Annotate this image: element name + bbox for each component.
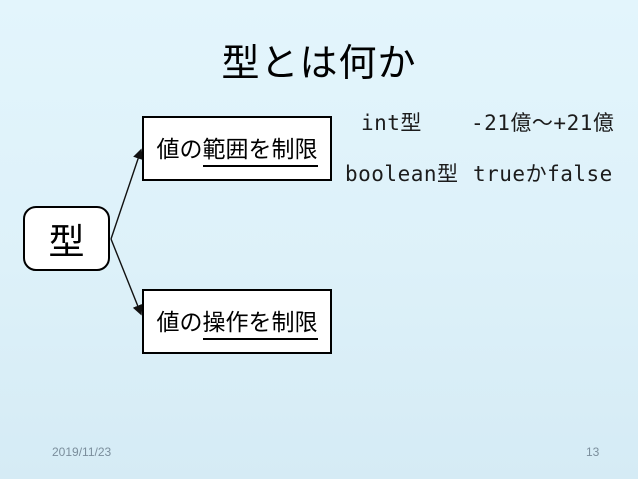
footer-date: 2019/11/23 xyxy=(52,445,112,459)
boolean-type-label: boolean型 xyxy=(345,162,459,186)
value-range-text: 値の範囲を制限 xyxy=(157,130,318,167)
type-root-node: 型 xyxy=(23,206,110,271)
connector-arrow-to-range-box xyxy=(110,148,144,240)
slide-number: 13 xyxy=(586,445,600,459)
value-range-box: 値の範囲を制限 xyxy=(142,116,332,181)
value-operation-underlined: 操作を制限 xyxy=(202,303,318,340)
value-range-underlined: 範囲を制限 xyxy=(202,130,318,167)
type-root-label: 型 xyxy=(48,220,85,262)
int-type-label: int型 xyxy=(361,111,422,135)
value-range-prefix: 値の xyxy=(156,136,203,162)
int-type-range-value: -21億～+21億 xyxy=(471,111,615,135)
value-operation-prefix: 値の xyxy=(156,309,203,335)
boolean-type-values: trueかfalse xyxy=(473,162,613,186)
value-operation-box: 値の操作を制限 xyxy=(142,289,332,354)
connector-arrow-to-operation-box xyxy=(110,238,143,316)
slide-title: 型とは何か xyxy=(221,43,417,85)
value-operation-text: 値の操作を制限 xyxy=(157,303,318,340)
